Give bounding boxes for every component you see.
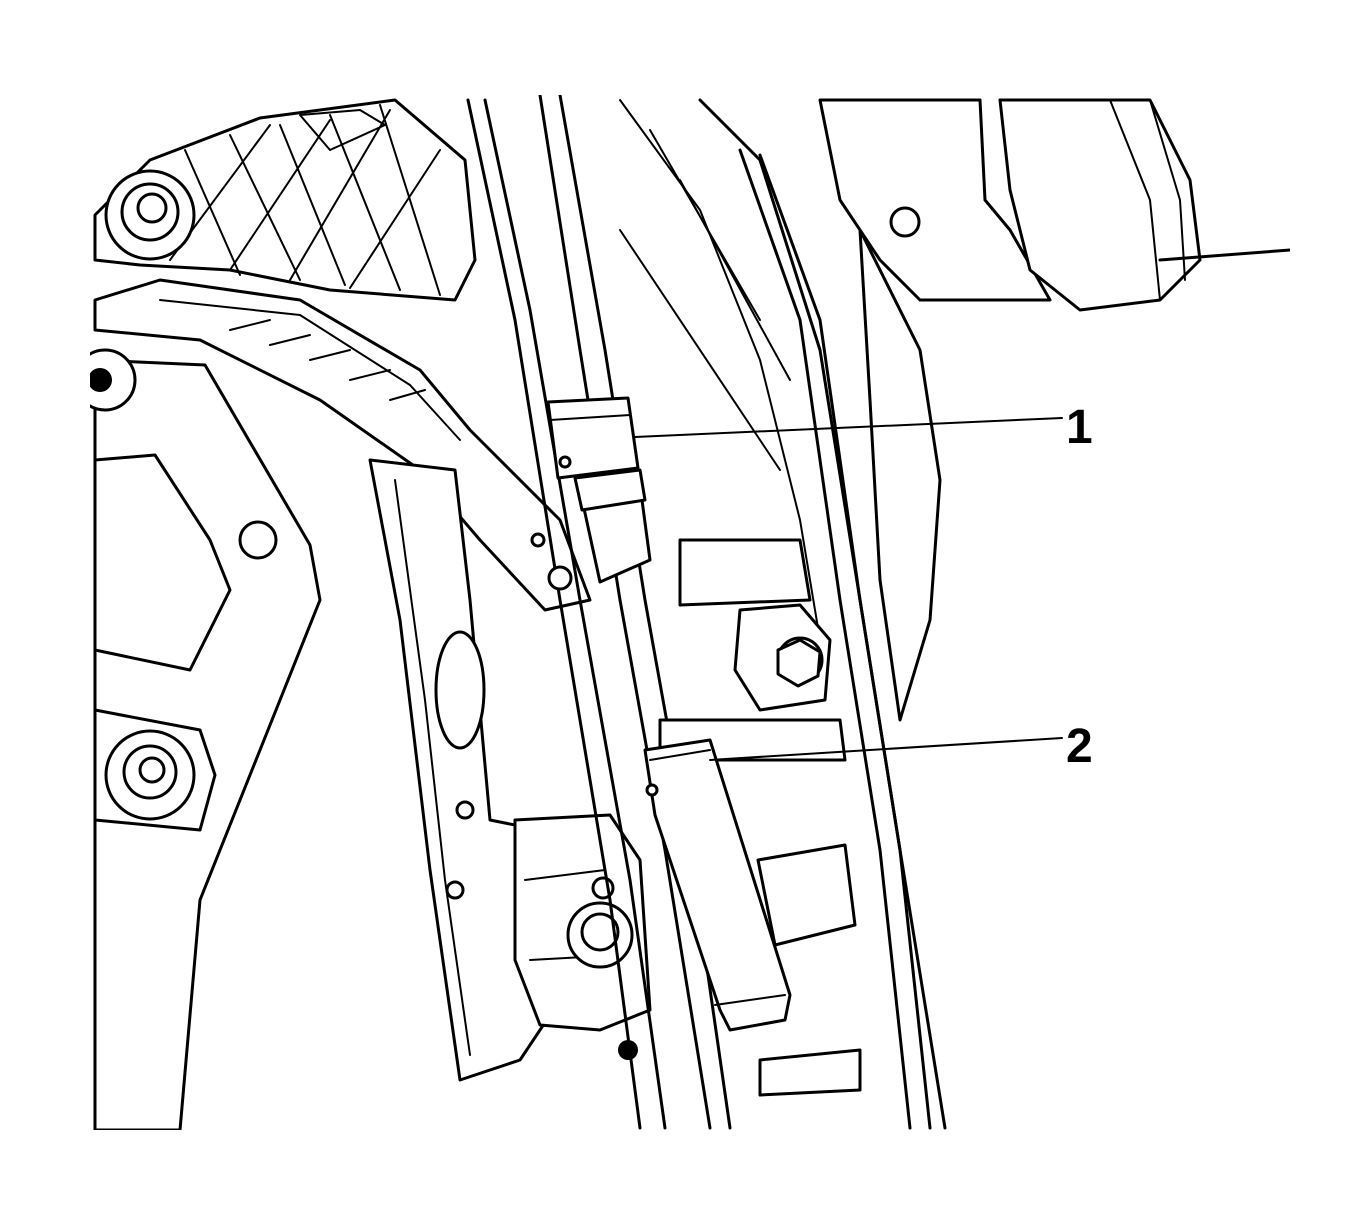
upper-right-housing: [818, 98, 1290, 312]
leader-lines: [634, 417, 1063, 761]
upper-pedal-bracket: [93, 98, 477, 302]
left-mounting-plate: [90, 348, 322, 1130]
pedal-lever: [368, 458, 562, 1082]
hex-nut: [733, 603, 832, 712]
callout-label-1: 1: [1066, 401, 1093, 454]
right-frame: [619, 98, 947, 1130]
callout-label-2: 2: [1066, 720, 1093, 773]
diagonal-brace: [93, 278, 592, 612]
wiring-connector: [530, 396, 652, 591]
pedal-position-sensor: [643, 738, 862, 1097]
